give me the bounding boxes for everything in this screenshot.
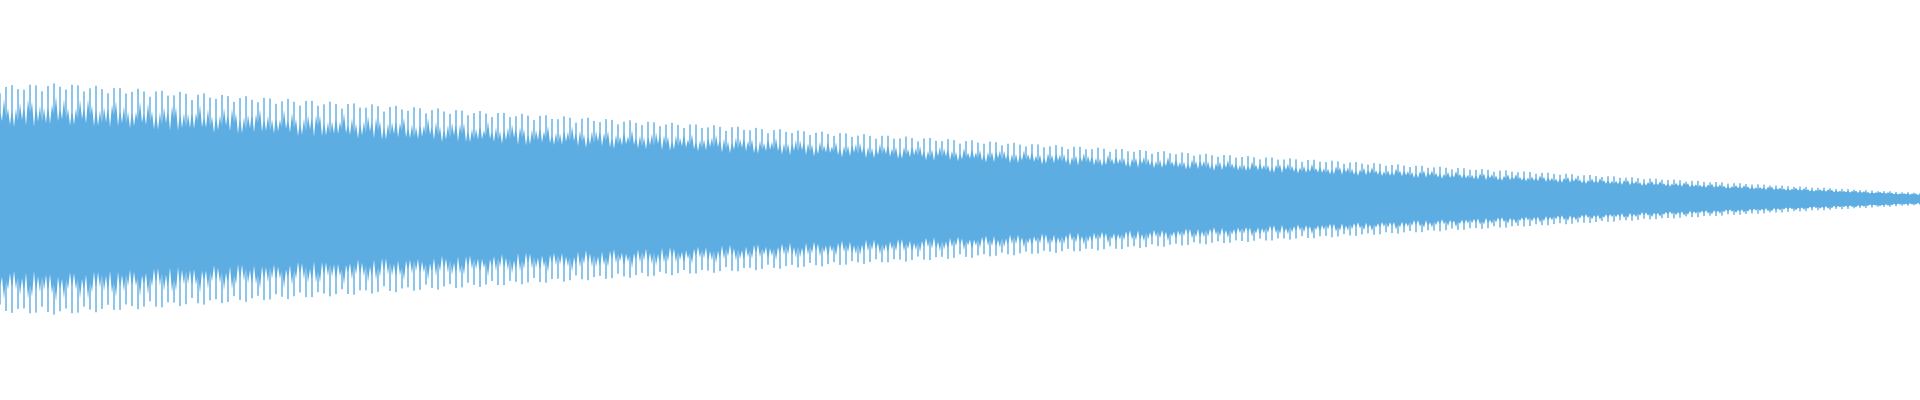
waveform-transient-spikes xyxy=(0,83,1920,315)
